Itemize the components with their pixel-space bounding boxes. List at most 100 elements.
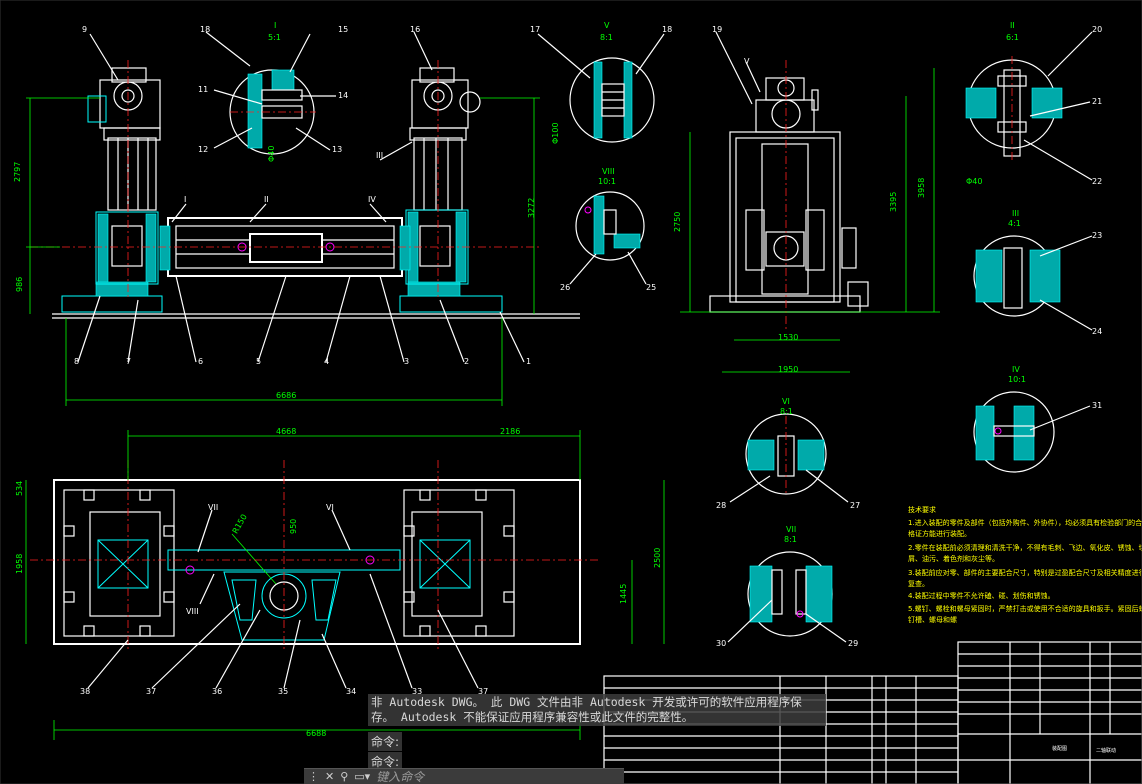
label-8: 8 bbox=[74, 357, 79, 366]
label-19: 19 bbox=[712, 25, 722, 34]
dim-6688: 6688 bbox=[306, 729, 326, 738]
label-30: 30 bbox=[716, 639, 726, 648]
dim-950: 950 bbox=[289, 519, 298, 534]
command-history-line-1: 命令: bbox=[368, 732, 403, 751]
dim-1950: 1950 bbox=[778, 365, 798, 374]
detail-V: V 8:1 17 18 Φ100 bbox=[530, 21, 672, 144]
close-icon[interactable]: ✕ bbox=[325, 770, 335, 783]
label-VIII: VIII bbox=[186, 607, 199, 616]
label-15: 15 bbox=[338, 25, 348, 34]
dim-r150: R150 bbox=[231, 513, 249, 536]
grip-icon[interactable]: ⋮ bbox=[308, 770, 319, 783]
dim-phi50: Φ40 bbox=[966, 177, 982, 186]
label-18: 18 bbox=[200, 25, 210, 34]
tech-req-line-8: 5.螺钉、螺栓和螺母紧固时，严禁打击或使用不合适的旋具和扳手。紧固后螺 bbox=[908, 604, 1142, 613]
label-3: 3 bbox=[404, 357, 409, 366]
detail-IV-title: IV bbox=[1012, 365, 1020, 374]
front-view bbox=[26, 60, 580, 406]
label-26: 26 bbox=[560, 283, 570, 292]
dim-1530: 1530 bbox=[778, 333, 798, 342]
bom-table: 装配图 二轴联动 bbox=[603, 641, 1142, 784]
command-line-bar[interactable]: ⋮ ✕ ⚲ ▭▾ 键入命令 bbox=[304, 768, 624, 784]
label-7: 7 bbox=[126, 357, 131, 366]
tech-req-line-9: 钉槽、螺母和螺 bbox=[908, 615, 957, 624]
dim-2186: 2186 bbox=[500, 427, 520, 436]
label-22: 22 bbox=[1092, 177, 1102, 186]
detail-VII: VII 8:1 30 29 bbox=[716, 525, 858, 648]
label-18b: 18 bbox=[662, 25, 672, 34]
label-33: 33 bbox=[412, 687, 422, 696]
detail-II-title: II bbox=[1010, 21, 1015, 30]
titleblock-name: 装配图 bbox=[1052, 745, 1067, 752]
recent-commands-icon[interactable]: ▭▾ bbox=[354, 770, 371, 783]
command-history-line-2: 命令: bbox=[368, 752, 403, 771]
label-2: 2 bbox=[464, 357, 469, 366]
label-31: 31 bbox=[1092, 401, 1102, 410]
detail-IV-scale: 10:1 bbox=[1008, 375, 1026, 384]
label-1: 1 bbox=[526, 357, 531, 366]
dim-3958: 3958 bbox=[917, 178, 926, 198]
detail-I-scale: 5:1 bbox=[268, 33, 281, 42]
detail-VII-scale: 8:1 bbox=[784, 535, 797, 544]
detail-II-scale: 6:1 bbox=[1006, 33, 1019, 42]
detail-VI: VI 8:1 28 27 bbox=[716, 397, 860, 510]
non-autodesk-warning: 非 Autodesk DWG。 此 DWG 文件由非 Autodesk 开发或许… bbox=[368, 694, 826, 726]
label-9: 9 bbox=[82, 25, 87, 34]
label-VI: VI bbox=[326, 503, 334, 512]
dim-phi100: Φ100 bbox=[551, 122, 560, 144]
label-I: I bbox=[184, 195, 186, 204]
label-11: 11 bbox=[198, 85, 208, 94]
detail-V-title: V bbox=[604, 21, 610, 30]
label-V: V bbox=[744, 57, 750, 66]
detail-VI-scale: 8:1 bbox=[780, 407, 793, 416]
detail-III: III 4:1 23 24 bbox=[973, 209, 1102, 336]
detail-VIII-title: VIII bbox=[602, 167, 615, 176]
label-24: 24 bbox=[1092, 327, 1102, 336]
label-37: 37 bbox=[146, 687, 156, 696]
front-view-leaders: 9 18 16 III I II IV 8 7 6 5 4 3 2 1 bbox=[74, 25, 531, 366]
tech-req-line-5: 3.装配前应对零、部件的主要配合尺寸，特别是过盈配合尺寸及相关精度进行 bbox=[908, 568, 1142, 577]
label-14: 14 bbox=[338, 91, 348, 100]
titleblock-drawing-no: 二轴联动 bbox=[1096, 747, 1116, 754]
label-II: II bbox=[264, 195, 269, 204]
tech-req-line-3: 2.零件在装配前必须清理和清洗干净，不得有毛刺、飞边、氧化皮、锈蚀、切 bbox=[908, 543, 1142, 552]
detail-V-scale: 8:1 bbox=[600, 33, 613, 42]
detail-I: I 5:1 15 11 14 12 13 Φ40 bbox=[198, 21, 348, 162]
label-29: 29 bbox=[848, 639, 858, 648]
label-III: III bbox=[376, 151, 383, 160]
detail-I-title: I bbox=[274, 21, 276, 30]
detail-II: II 6:1 20 21 22 Φ40 bbox=[965, 21, 1102, 186]
customize-icon[interactable]: ⚲ bbox=[340, 770, 349, 783]
detail-III-title: III bbox=[1012, 209, 1019, 218]
front-view-dims: 2797 986 6686 3272 bbox=[13, 162, 536, 400]
label-38: 38 bbox=[80, 687, 90, 696]
dim-1958: 1958 bbox=[15, 554, 24, 574]
detail-VIII: VIII 10:1 26 25 bbox=[560, 167, 656, 292]
label-16: 16 bbox=[410, 25, 420, 34]
dim-6686: 6686 bbox=[276, 391, 296, 400]
label-37b: 37 bbox=[478, 687, 488, 696]
tech-req-line-6: 复查。 bbox=[908, 579, 929, 588]
label-36: 36 bbox=[212, 687, 222, 696]
dim-4668: 4668 bbox=[276, 427, 296, 436]
detail-VIII-scale: 10:1 bbox=[598, 177, 616, 186]
label-13: 13 bbox=[332, 145, 342, 154]
label-VII: VII bbox=[208, 503, 218, 512]
label-20: 20 bbox=[1092, 25, 1102, 34]
label-23: 23 bbox=[1092, 231, 1102, 240]
command-history-panel: 非 Autodesk DWG。 此 DWG 文件由非 Autodesk 开发或许… bbox=[364, 694, 826, 771]
dim-534: 534 bbox=[15, 481, 24, 496]
detail-III-scale: 4:1 bbox=[1008, 219, 1021, 228]
command-input[interactable]: 键入命令 bbox=[376, 770, 425, 784]
dim-3395: 3395 bbox=[889, 192, 898, 212]
label-35: 35 bbox=[278, 687, 288, 696]
top-view: 4668 2186 534 1958 2500 1445 6688 R150 9… bbox=[15, 427, 665, 740]
label-34: 34 bbox=[346, 687, 356, 696]
dim-2797: 2797 bbox=[13, 162, 22, 182]
label-4: 4 bbox=[324, 357, 329, 366]
dim-986: 986 bbox=[15, 277, 24, 292]
label-28: 28 bbox=[716, 501, 726, 510]
label-IV: IV bbox=[368, 195, 376, 204]
